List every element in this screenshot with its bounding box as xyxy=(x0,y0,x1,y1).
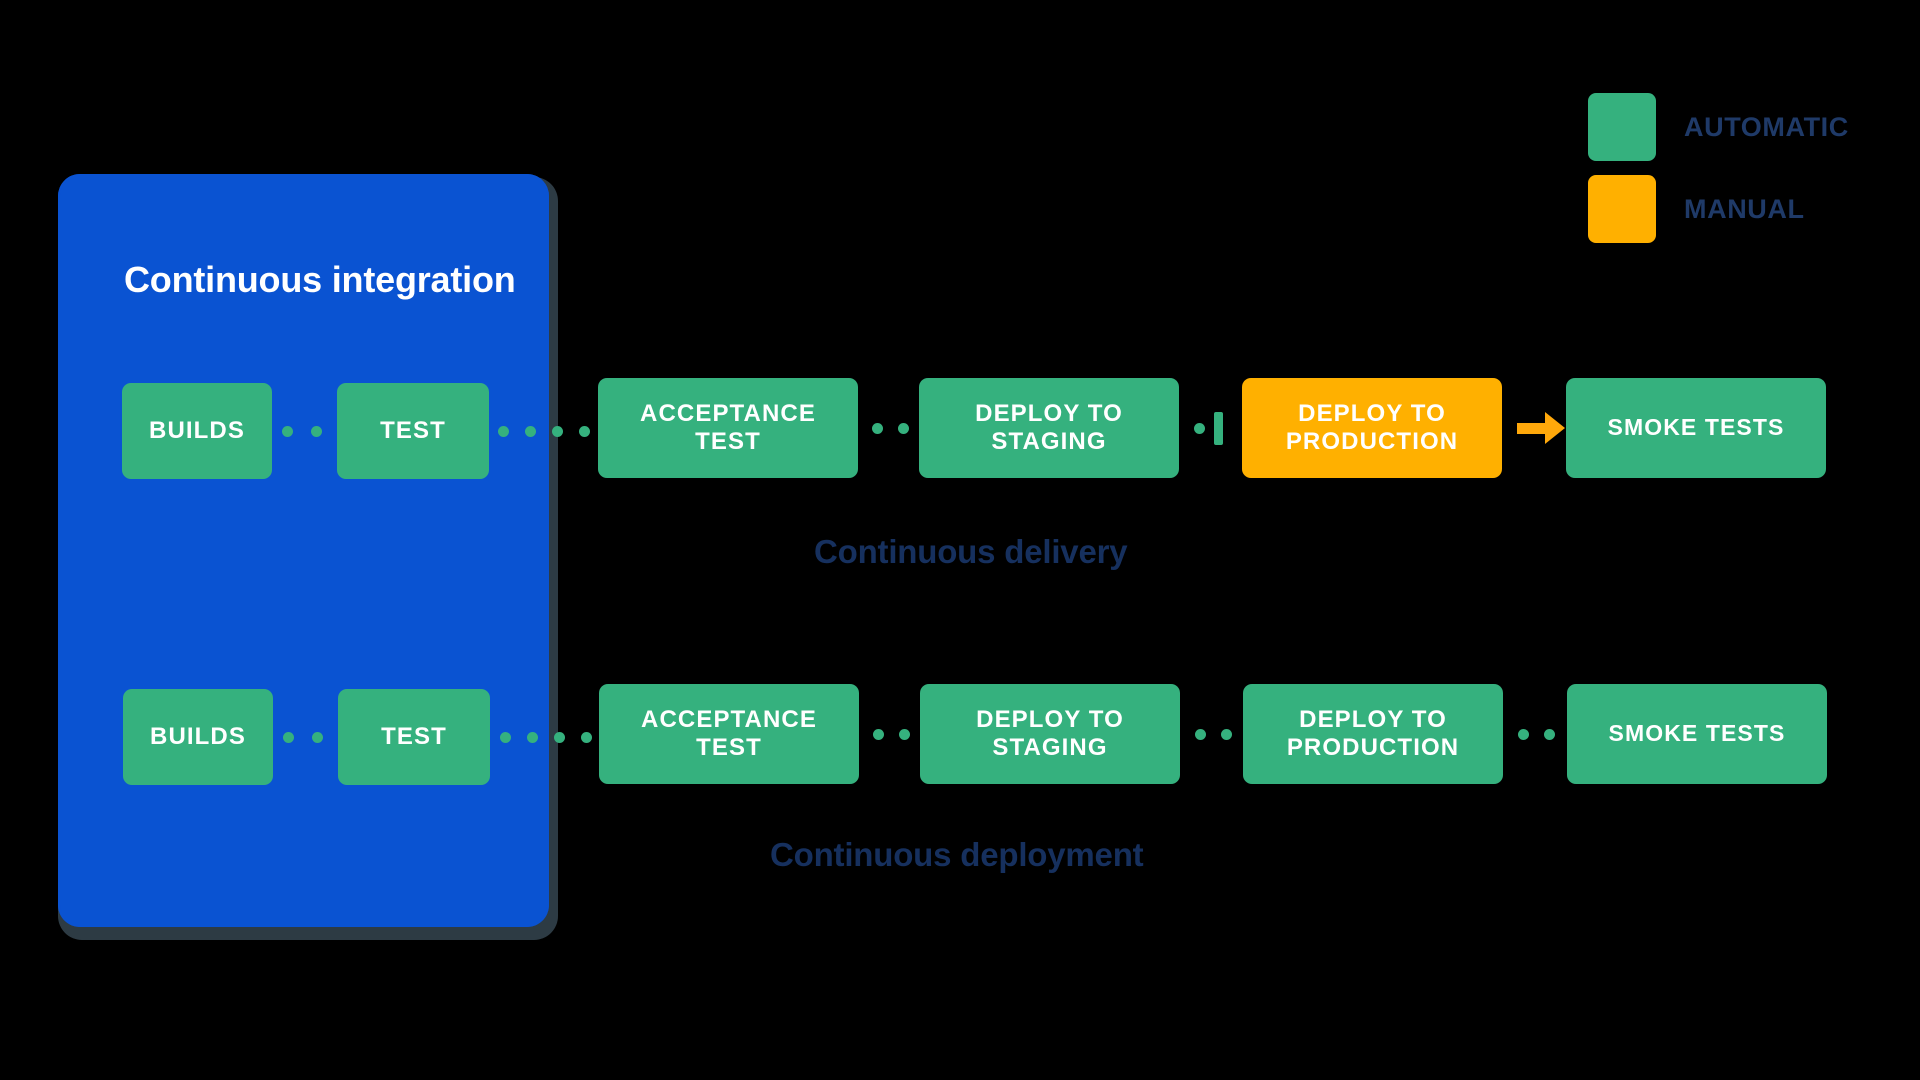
stage-builds-delivery[interactable]: BUILDS xyxy=(122,383,272,479)
legend-label-automatic: AUTOMATIC xyxy=(1684,111,1849,142)
stage-acceptance-test-delivery[interactable]: ACCEPTANCE TEST xyxy=(598,378,858,478)
stage-acceptance-test-deployment[interactable]: ACCEPTANCE TEST xyxy=(599,684,859,784)
stage-deploy-to-production-deployment[interactable]: DEPLOY TO PRODUCTION xyxy=(1243,684,1503,784)
stage-deploy-to-staging-delivery[interactable]: DEPLOY TO STAGING xyxy=(919,378,1179,478)
stage-builds-deployment[interactable]: BUILDS xyxy=(123,689,273,785)
legend-item-automatic: AUTOMATIC xyxy=(1588,93,1908,161)
legend-item-manual: MANUAL xyxy=(1588,175,1908,243)
ci-panel-title: Continuous integration xyxy=(124,259,516,300)
stage-test-delivery[interactable]: TEST xyxy=(337,383,489,479)
connector-test-acceptance-deployment xyxy=(500,732,592,743)
stage-smoke-tests-deployment[interactable]: SMOKE TESTS xyxy=(1567,684,1827,784)
manual-gate-icon xyxy=(1214,412,1223,445)
connector-staging-gate-dot-delivery xyxy=(1194,423,1205,434)
arrow-production-smoke-delivery xyxy=(1517,412,1565,444)
stage-test-deployment[interactable]: TEST xyxy=(338,689,490,785)
manual-swatch-icon xyxy=(1588,175,1656,243)
legend-label-manual: MANUAL xyxy=(1684,193,1805,224)
stage-deploy-to-production-delivery[interactable]: DEPLOY TO PRODUCTION xyxy=(1242,378,1502,478)
connector-test-acceptance-delivery xyxy=(498,426,590,437)
ci-panel xyxy=(58,174,549,927)
legend: AUTOMATIC MANUAL xyxy=(1588,93,1908,257)
stage-smoke-tests-delivery[interactable]: SMOKE TESTS xyxy=(1566,378,1826,478)
stage-deploy-to-staging-deployment[interactable]: DEPLOY TO STAGING xyxy=(920,684,1180,784)
row-caption-continuous-delivery: Continuous delivery xyxy=(814,533,1128,570)
automatic-swatch-icon xyxy=(1588,93,1656,161)
row-caption-continuous-deployment: Continuous deployment xyxy=(770,836,1144,873)
